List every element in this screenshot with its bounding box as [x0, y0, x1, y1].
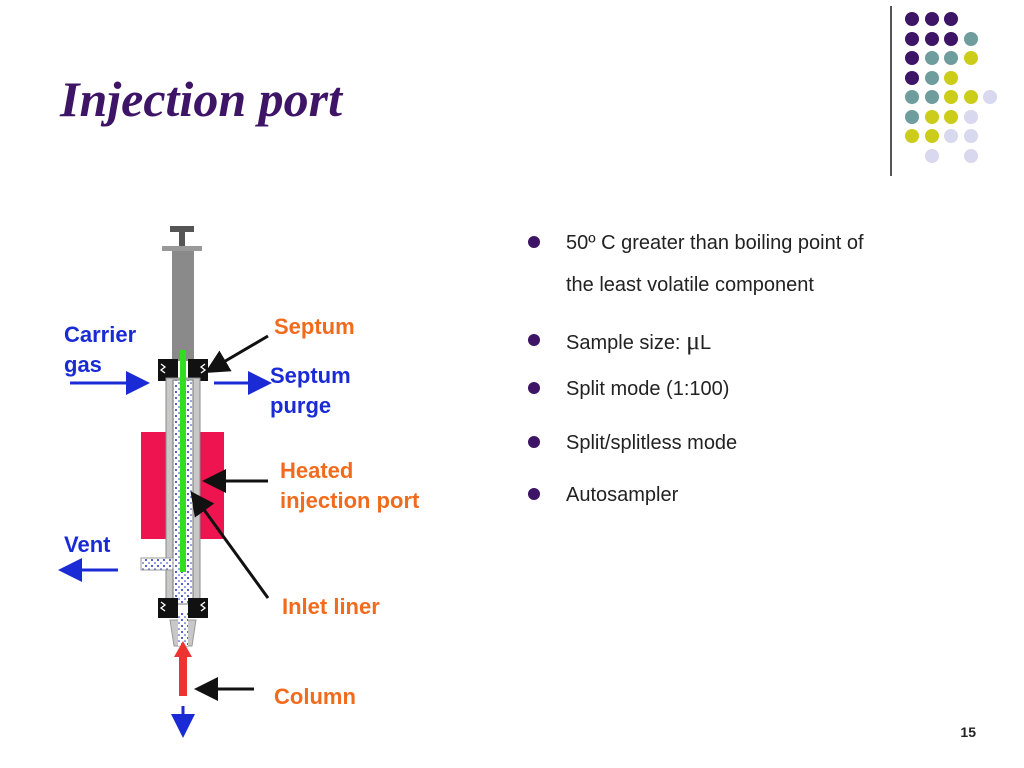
septum-nut-right [188, 359, 208, 381]
syringe-barrel [172, 251, 194, 361]
bullet-text-unit: L [700, 332, 712, 354]
bullet-marker [528, 236, 540, 248]
decorative-dot [924, 129, 939, 143]
vent-tube [140, 557, 174, 571]
septum-nut-thread-right [199, 363, 207, 374]
decorative-dot [905, 70, 919, 85]
column-label: Column [274, 684, 356, 709]
heated-injection-port-label: Heated injection port [280, 456, 419, 516]
bullet-text: Autosampler [566, 484, 679, 506]
septum-pointer-arrow [204, 334, 269, 374]
bullet-text-prefix: Sample size: [566, 332, 687, 354]
decorative-dot [963, 51, 978, 65]
decorative-dot [924, 148, 939, 163]
decorative-dot [944, 51, 958, 65]
bullet-text: Split/splitless mode [566, 432, 738, 454]
decorative-dot [983, 90, 997, 104]
slide-title: Injection port [60, 71, 342, 127]
mu-symbol: μ [686, 326, 701, 355]
septum-nut-left [158, 359, 178, 381]
septum-purge-label: Septum purge [270, 361, 351, 421]
decorative-dot [905, 51, 919, 65]
decorative-dot-grid [905, 12, 1015, 163]
bullet-text: Sample size: μL [566, 320, 711, 364]
decorative-dot [905, 12, 919, 26]
septum-nut-thread-left [159, 363, 167, 374]
decorative-dot [924, 12, 939, 26]
inlet-liner-label: Inlet liner [282, 594, 380, 619]
decorative-dot [944, 129, 958, 143]
bullet-text: 50º C greater than boiling point of the … [566, 222, 864, 306]
septum-purge-label-line-2: purge [270, 393, 332, 418]
decorative-divider [890, 6, 892, 176]
syringe-flange [162, 246, 202, 251]
carrier-gas-label-line-2: gas [64, 352, 102, 377]
bullet-marker [528, 334, 540, 346]
decorative-dot [924, 51, 939, 65]
decorative-dot [963, 129, 978, 143]
decorative-dot [924, 90, 939, 104]
heated-label-line-2: injection port [280, 488, 420, 513]
decorative-dot [905, 31, 919, 46]
bullet-text: Split mode (1:100) [566, 378, 730, 400]
bullet-line-2: the least volatile component [566, 274, 814, 296]
decorative-dot [944, 109, 958, 124]
syringe-plunger-rod [179, 226, 185, 248]
septum-purge-label-line-1: Septum [270, 363, 351, 388]
carrier-gas-label: Carrier gas [64, 320, 136, 380]
decorative-dot [905, 109, 919, 124]
carrier-gas-label-line-1: Carrier [64, 322, 137, 347]
column-in-ferrule [178, 612, 188, 646]
decorative-dot [944, 31, 958, 46]
decorative-dot [963, 90, 978, 104]
decorative-dot [944, 12, 958, 26]
decorative-dot [963, 31, 978, 46]
decorative-dot [924, 70, 939, 85]
decorative-dot [944, 90, 958, 104]
decorative-dot [924, 109, 939, 124]
page-number: 15 [960, 724, 976, 740]
decorative-dot [944, 70, 958, 85]
syringe-needle [180, 350, 186, 572]
decorative-dot [905, 129, 919, 143]
vent-label: Vent [64, 532, 111, 557]
decorative-dot [963, 109, 978, 124]
decorative-dot [963, 148, 978, 163]
bullet-marker [528, 436, 540, 448]
septum-label: Septum [274, 314, 355, 339]
heated-label-line-1: Heated [280, 458, 354, 483]
column-tube [179, 654, 187, 696]
bullet-line-1: 50º C greater than boiling point of [566, 232, 864, 254]
column-arrow-head [174, 641, 192, 657]
inlet-liner-pointer-arrow [190, 491, 270, 599]
column-nut-thread-left [159, 601, 167, 612]
bullet-marker [528, 382, 540, 394]
column-nut-thread-right [199, 601, 207, 612]
decorative-dot [905, 90, 919, 104]
bullet-marker [528, 488, 540, 500]
decorative-dot [924, 31, 939, 46]
